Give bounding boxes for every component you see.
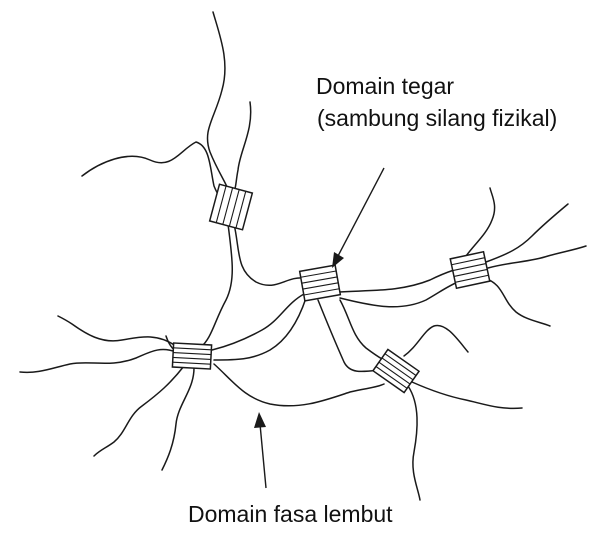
chain: [462, 188, 495, 262]
chain: [234, 102, 251, 192]
rigid-domain-label-line1: Domain tegar: [316, 72, 454, 100]
chain: [82, 142, 226, 203]
chain: [488, 246, 586, 268]
chain: [94, 366, 184, 456]
soft-domain-label: Domain fasa lembut: [188, 500, 393, 528]
rigid-domains: [172, 184, 489, 392]
chain: [340, 282, 458, 307]
chain: [200, 224, 232, 348]
chain: [338, 270, 454, 292]
rigid-domain-arrow: [332, 168, 384, 268]
chain: [207, 12, 228, 190]
rigid-domain-label-line2: (sambung silang fizikal): [317, 104, 557, 132]
chain: [408, 386, 420, 500]
chain: [234, 224, 304, 285]
rigid-domain-block: [450, 252, 489, 288]
chain: [484, 278, 550, 326]
rigid-domain-block: [300, 265, 341, 301]
polymer-chains: [20, 12, 586, 500]
chain: [318, 300, 380, 372]
chain: [212, 294, 304, 350]
chain: [214, 364, 384, 406]
chain: [162, 368, 194, 470]
chain: [340, 300, 384, 360]
rigid-domain-block: [172, 343, 211, 369]
soft-domain-arrow: [254, 412, 266, 488]
chain: [58, 316, 176, 346]
chain: [20, 350, 176, 373]
chain: [412, 382, 522, 408]
chain: [214, 298, 306, 360]
chain: [404, 325, 468, 356]
